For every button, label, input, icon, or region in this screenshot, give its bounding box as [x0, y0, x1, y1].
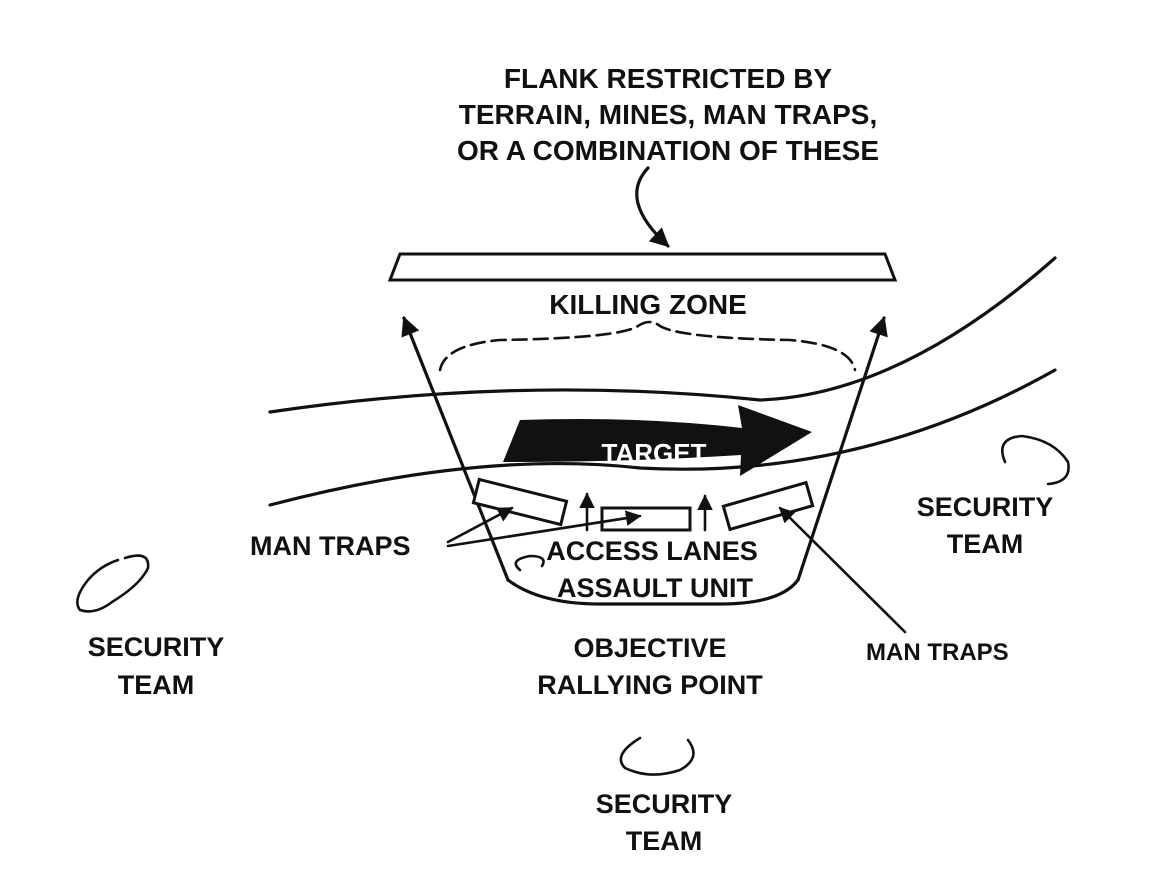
man-traps-left-label: MAN TRAPS	[250, 531, 411, 561]
flank-pointer-arrow	[635, 166, 670, 248]
security-team-left-label: SECURITY TEAM	[88, 632, 225, 700]
security-team-left-symbol	[76, 554, 150, 613]
man-trap-box-right	[721, 480, 815, 532]
svg-text:TEAM: TEAM	[947, 529, 1024, 559]
objective-label-line1: OBJECTIVE	[573, 633, 726, 663]
security-team-right-symbol	[1001, 434, 1070, 486]
svg-text:TARGET: TARGET	[602, 438, 707, 468]
security-team-right-label: SECURITY TEAM	[917, 492, 1054, 559]
svg-text:OR A COMBINATION OF THESE: OR A COMBINATION OF THESE	[457, 135, 879, 166]
man-trap-box-center	[600, 506, 692, 532]
man-trap-box-left	[471, 477, 569, 527]
svg-text:SECURITY: SECURITY	[88, 632, 225, 662]
flank-restriction-label: FLANK RESTRICTED BY TERRAIN, MINES, MAN …	[457, 63, 879, 166]
svg-text:TERRAIN, MINES, MAN TRAPS,: TERRAIN, MINES, MAN TRAPS,	[459, 99, 877, 130]
security-team-bottom-label: SECURITY TEAM	[596, 789, 733, 856]
killing-zone-label: KILLING ZONE	[549, 289, 747, 320]
objective-label-line2: RALLYING POINT	[537, 670, 763, 700]
security-team-bottom-symbol	[619, 736, 695, 776]
man-traps-left-leader-2	[446, 510, 642, 548]
svg-text:FLANK RESTRICTED BY: FLANK RESTRICTED BY	[504, 63, 833, 94]
left-flank-arrow	[401, 316, 510, 582]
assault-area-outline	[506, 578, 800, 606]
man-traps-right-label: MAN TRAPS	[866, 639, 1009, 666]
road-upper-edge	[268, 256, 1057, 414]
svg-text:SECURITY: SECURITY	[596, 789, 733, 819]
svg-text:TEAM: TEAM	[118, 670, 195, 700]
man-traps-left-leader-1	[446, 506, 514, 544]
assault-left-curl	[514, 554, 545, 572]
svg-text:SECURITY: SECURITY	[917, 492, 1054, 522]
access-lanes-label: ACCESS LANES	[546, 536, 758, 566]
man-traps-right-leader	[778, 506, 907, 634]
killing-zone-brace	[438, 320, 857, 372]
target-arrow: TARGET	[503, 405, 812, 476]
flank-obstacle-bar	[387, 252, 898, 282]
assault-unit-label: ASSAULT UNIT	[557, 573, 753, 603]
right-flank-arrow	[796, 316, 888, 582]
road-lower-edge	[268, 368, 1057, 507]
svg-text:TEAM: TEAM	[626, 826, 703, 856]
